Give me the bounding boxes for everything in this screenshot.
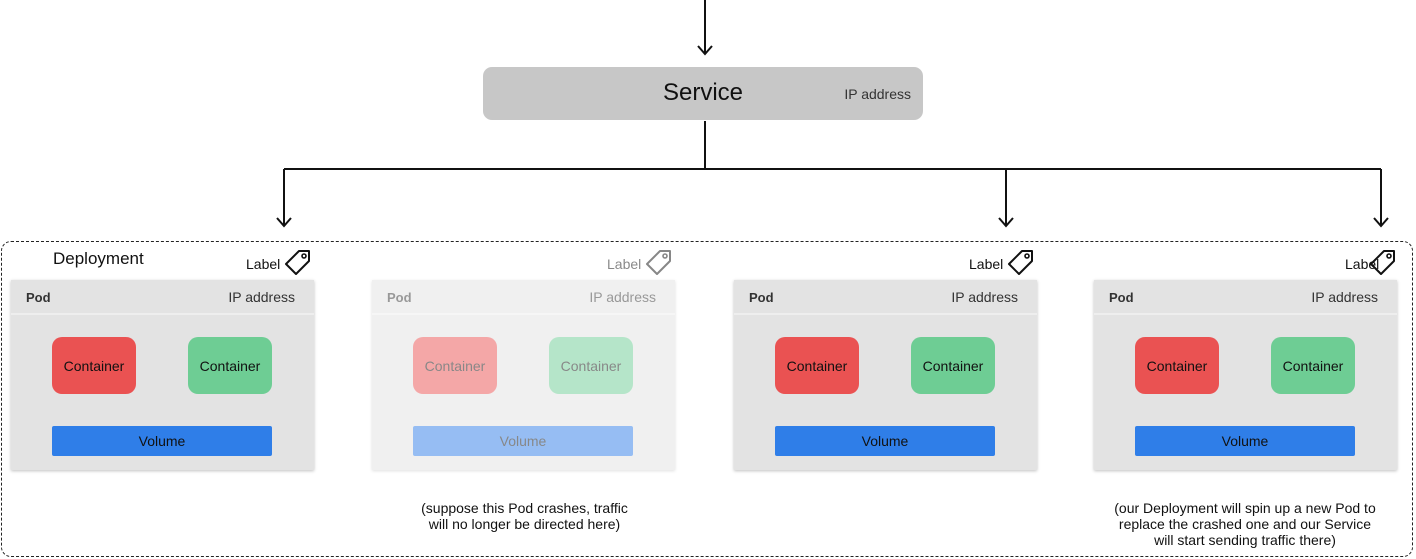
- pod-divider: [11, 313, 314, 315]
- tag-icon: [646, 250, 671, 275]
- tag-icon: [285, 250, 310, 275]
- container-right: Container: [1271, 337, 1355, 394]
- pod-divider: [372, 313, 675, 315]
- pod-3: Label Pod IP address Container Container…: [734, 246, 1039, 476]
- pod-title: Pod: [749, 290, 774, 305]
- container-left: Container: [1135, 337, 1219, 394]
- crash-note-line-1: (suppose this Pod crashes, traffic: [421, 500, 628, 516]
- arrowhead-pod-1: [276, 217, 292, 228]
- volume-bar: Volume: [1135, 426, 1355, 456]
- deployment-boundary: [1, 241, 1413, 557]
- replace-note-line-3: will start sending traffic there): [1154, 532, 1336, 548]
- pod-ip-label: IP address: [589, 289, 656, 305]
- container-right: Container: [549, 337, 633, 394]
- pod-ip-label: IP address: [1311, 289, 1378, 305]
- pod-2-crashed: Label Pod IP address Container Container…: [372, 246, 677, 476]
- pod-ip-label: IP address: [228, 289, 295, 305]
- pod-box: Pod IP address Container Container Volum…: [372, 280, 675, 470]
- pod-title: Pod: [1109, 290, 1134, 305]
- service-ip-label: IP address: [844, 86, 911, 102]
- tag-icon: [1370, 250, 1395, 275]
- container-left: Container: [52, 337, 136, 394]
- label-text: Label: [969, 256, 1004, 272]
- pod-ip-label: IP address: [951, 289, 1018, 305]
- replace-note-line-1: (our Deployment will spin up a new Pod t…: [1114, 500, 1376, 516]
- pod-divider: [734, 313, 1037, 315]
- pod-1: Label Pod IP address Container Container…: [11, 246, 316, 476]
- crash-note: (suppose this Pod crashes, traffic will …: [372, 500, 677, 532]
- pod-box: Pod IP address Container Container Volum…: [734, 280, 1037, 470]
- pod-box: Pod IP address Container Container Volum…: [11, 280, 314, 470]
- tag-icon: [1008, 250, 1033, 275]
- pod-title: Pod: [387, 290, 412, 305]
- arrowhead-pod-4: [1373, 217, 1389, 228]
- arrowhead-pod-3: [998, 217, 1014, 228]
- volume-bar: Volume: [413, 426, 633, 456]
- container-left: Container: [775, 337, 859, 394]
- container-right: Container: [188, 337, 272, 394]
- pod-box: Pod IP address Container Container Volum…: [1094, 280, 1397, 470]
- volume-bar: Volume: [52, 426, 272, 456]
- service-box: Service IP address: [483, 67, 923, 120]
- label-text: Label: [246, 256, 281, 272]
- service-title: Service: [662, 79, 744, 106]
- pod-divider: [1094, 313, 1397, 315]
- container-right: Container: [911, 337, 995, 394]
- pod-title: Pod: [26, 290, 51, 305]
- label-text: Label: [607, 256, 642, 272]
- incoming-arrowhead: [697, 45, 713, 56]
- volume-bar: Volume: [775, 426, 995, 456]
- replace-note: (our Deployment will spin up a new Pod t…: [1090, 500, 1400, 548]
- container-left: Container: [413, 337, 497, 394]
- crash-note-line-2: will no longer be directed here): [428, 516, 621, 532]
- pod-4: Label Pod IP address Container Container…: [1094, 246, 1399, 476]
- label-text: Label: [1345, 256, 1380, 272]
- replace-note-line-2: replace the crashed one and our Service: [1118, 516, 1372, 532]
- deployment-title: Deployment: [53, 249, 144, 268]
